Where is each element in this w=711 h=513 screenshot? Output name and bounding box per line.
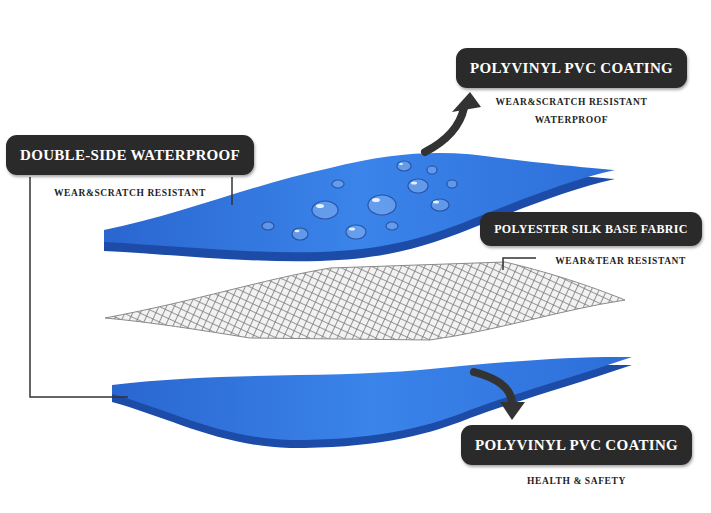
label-callout: POLYVINYL PVC COATING HEALTH & SAFETY [461, 425, 692, 490]
feature-text: WEAR&SCRATCH RESISTANT [6, 184, 254, 202]
feature-text: WEAR&SCRATCH RESISTANT WATERPROOF [492, 93, 652, 129]
title-pill: POLYVINYL PVC COATING [456, 48, 687, 88]
title-text: POLYVINYL PVC COATING [475, 437, 678, 454]
feature-text: WEAR&TEAR RESISTANT [480, 252, 702, 270]
title-text: DOUBLE-SIDE WATERPROOF [20, 147, 240, 164]
title-pill: DOUBLE-SIDE WATERPROOF [6, 135, 254, 175]
leader-lines [30, 177, 536, 397]
label-callout: POLYESTER SILK BASE FABRIC WEAR&TEAR RESI… [480, 212, 702, 270]
callout-arrows [425, 92, 525, 420]
label-callout: DOUBLE-SIDE WATERPROOF WEAR&SCRATCH RESIS… [6, 135, 254, 202]
title-text: POLYESTER SILK BASE FABRIC [494, 222, 688, 237]
title-pill: POLYESTER SILK BASE FABRIC [480, 212, 702, 246]
water-drops [262, 161, 457, 240]
title-text: POLYVINYL PVC COATING [470, 60, 673, 77]
polyester-mesh [105, 262, 625, 340]
title-pill: POLYVINYL PVC COATING [461, 425, 692, 465]
feature-text: HEALTH & SAFETY [461, 472, 692, 490]
label-callout: POLYVINYL PVC COATING WEAR&SCRATCH RESIST… [456, 48, 687, 129]
